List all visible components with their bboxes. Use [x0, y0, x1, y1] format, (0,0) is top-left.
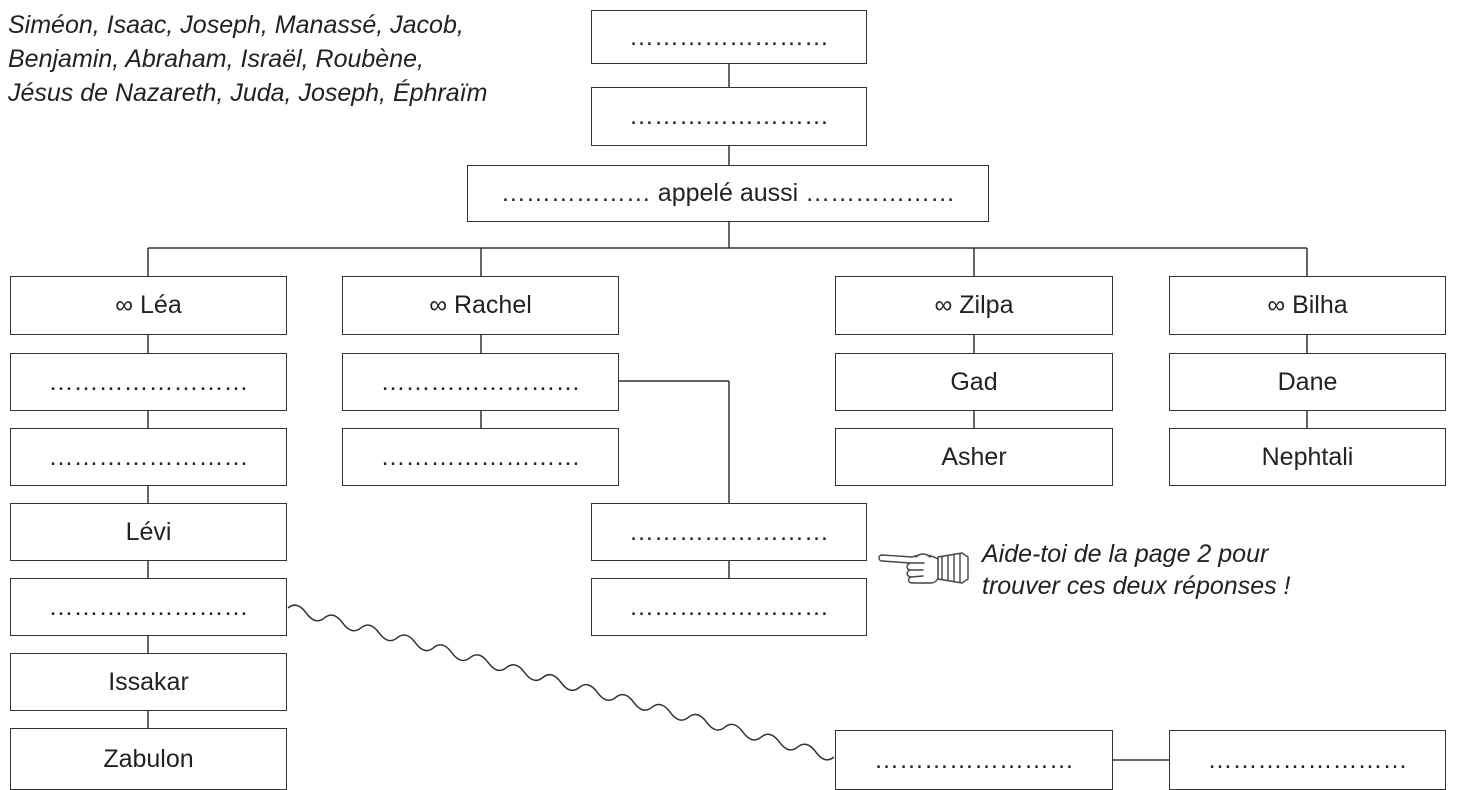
hint-text: Aide-toi de la page 2 pour trouver ces d… — [982, 538, 1291, 602]
pointing-hand-icon — [878, 552, 969, 584]
wife-zilpa-box: ∞ Zilpa — [835, 276, 1113, 335]
grandchild-1-label: …………………… — [629, 517, 829, 546]
wife-zilpa-label: ∞ Zilpa — [934, 291, 1014, 319]
bilha-child-nephtali-box: Nephtali — [1169, 428, 1446, 486]
grandchild-2-box[interactable]: …………………… — [591, 578, 867, 636]
ancestor-2-label: …………………… — [629, 102, 829, 130]
patriarch-label: ……………… appelé aussi ……………… — [500, 179, 956, 207]
word-bank-line: Benjamin, Abraham, Israël, Roubène, — [8, 45, 424, 73]
lea-child-levi-label: Lévi — [125, 517, 172, 546]
rachel-child-1-label: …………………… — [380, 367, 581, 396]
word-bank: Siméon, Isaac, Joseph, Manassé, Jacob, B… — [8, 8, 487, 110]
word-bank-line: Siméon, Isaac, Joseph, Manassé, Jacob, — [8, 11, 464, 39]
grandchild-2-label: …………………… — [629, 592, 829, 621]
descendant-2-box[interactable]: …………………… — [1169, 730, 1446, 790]
lea-child-4-box[interactable]: …………………… — [10, 578, 287, 636]
zilpa-child-gad-label: Gad — [950, 367, 998, 396]
ancestor-2-box[interactable]: …………………… — [591, 87, 867, 146]
lea-child-4-label: …………………… — [48, 592, 249, 621]
wife-bilha-label: ∞ Bilha — [1267, 291, 1348, 319]
hint-line: trouver ces deux réponses ! — [982, 572, 1291, 600]
ancestor-1-box[interactable]: …………………… — [591, 10, 867, 64]
descendant-1-label: …………………… — [874, 745, 1074, 774]
wife-rachel-label: ∞ Rachel — [429, 291, 532, 319]
wife-bilha-box: ∞ Bilha — [1169, 276, 1446, 335]
lea-child-levi-box: Lévi — [10, 503, 287, 561]
wife-lea-label: ∞ Léa — [115, 291, 182, 319]
hint-line: Aide-toi de la page 2 pour — [982, 540, 1269, 568]
lea-child-2-box[interactable]: …………………… — [10, 428, 287, 486]
zilpa-child-gad-box: Gad — [835, 353, 1113, 411]
lea-child-1-box[interactable]: …………………… — [10, 353, 287, 411]
rachel-child-2-label: …………………… — [380, 442, 581, 471]
rachel-child-2-box[interactable]: …………………… — [342, 428, 619, 486]
bilha-child-dane-box: Dane — [1169, 353, 1446, 411]
wavy-descent-line — [287, 604, 835, 761]
zilpa-child-asher-box: Asher — [835, 428, 1113, 486]
bilha-child-dane-label: Dane — [1277, 367, 1338, 396]
wife-lea-box: ∞ Léa — [10, 276, 287, 335]
ancestor-1-label: …………………… — [629, 22, 829, 51]
lea-child-2-label: …………………… — [48, 442, 249, 471]
lea-child-zabulon-box: Zabulon — [10, 728, 287, 790]
bilha-child-nephtali-label: Nephtali — [1261, 442, 1354, 471]
patriarch-box[interactable]: ……………… appelé aussi ……………… — [467, 165, 989, 222]
wife-rachel-box: ∞ Rachel — [342, 276, 619, 335]
word-bank-line: Jésus de Nazareth, Juda, Joseph, Éphraïm — [8, 79, 488, 107]
lea-child-zabulon-label: Zabulon — [103, 744, 194, 773]
descendant-1-box[interactable]: …………………… — [835, 730, 1113, 790]
lea-child-issakar-label: Issakar — [108, 667, 189, 696]
zilpa-child-asher-label: Asher — [941, 442, 1007, 471]
lea-child-issakar-box: Issakar — [10, 653, 287, 711]
descendant-2-label: …………………… — [1207, 745, 1408, 774]
grandchild-1-box[interactable]: …………………… — [591, 503, 867, 561]
lea-child-1-label: …………………… — [48, 367, 249, 396]
rachel-child-1-box[interactable]: …………………… — [342, 353, 619, 411]
